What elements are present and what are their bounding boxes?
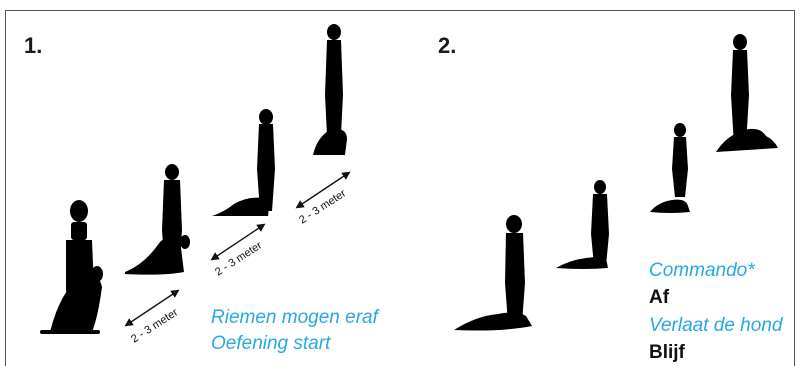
person-with-lying-dog-3 xyxy=(650,123,690,213)
instruction-line: Blijf xyxy=(649,342,685,363)
distance-label: 2 - 3 meter xyxy=(129,306,180,345)
distance-label: 2 - 3 meter xyxy=(213,239,264,278)
caption-line-2: Oefening start xyxy=(211,333,331,354)
instruction-line: Commando* xyxy=(649,260,755,281)
person-with-dog-4 xyxy=(313,24,347,155)
person-with-dog-3 xyxy=(212,109,275,216)
caption-line-1: Riemen mogen eraf xyxy=(211,307,378,328)
person-with-lying-dog-1 xyxy=(454,215,532,331)
person-with-dog-2 xyxy=(125,164,190,275)
distance-label: 2 - 3 meter xyxy=(297,187,348,226)
step-number-1: 1. xyxy=(24,33,43,58)
instruction-line: Verlaat de hond xyxy=(649,315,783,336)
step-number-2: 2. xyxy=(438,33,457,58)
person-with-lying-dog-4 xyxy=(716,34,778,152)
instruction-line: Af xyxy=(649,287,670,308)
person-with-dog-1 xyxy=(40,200,103,334)
person-with-lying-dog-2 xyxy=(556,180,609,269)
